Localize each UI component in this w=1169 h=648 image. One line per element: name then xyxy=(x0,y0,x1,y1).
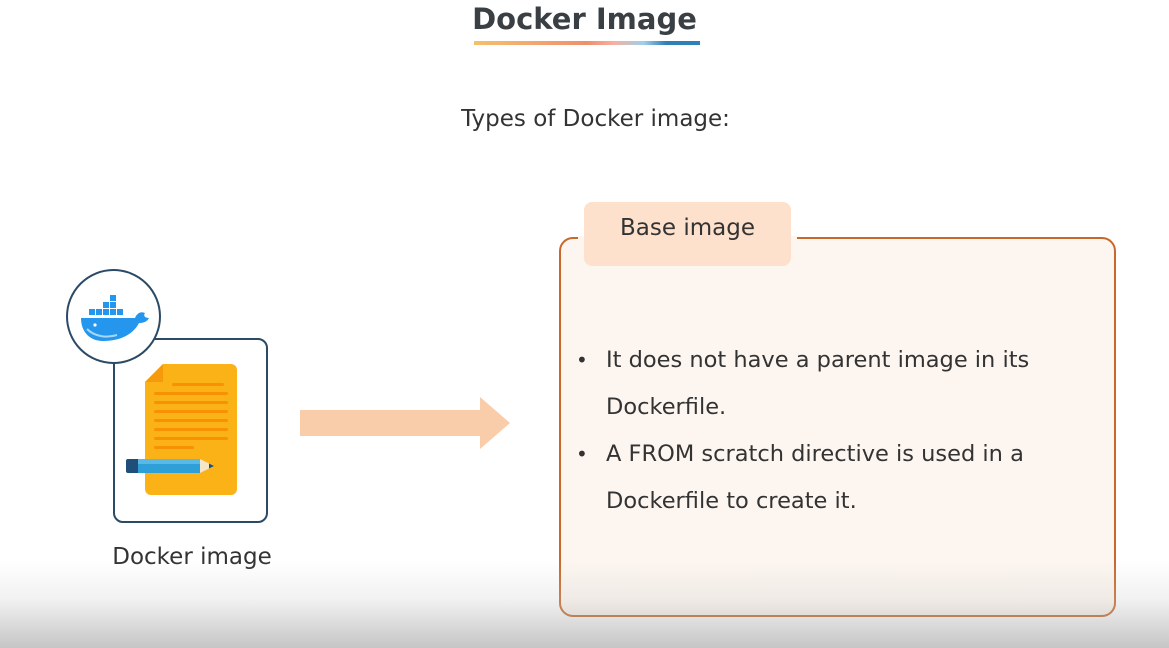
document-line xyxy=(154,419,228,422)
bullet-dot: • xyxy=(576,442,588,466)
document-line xyxy=(154,401,228,404)
document-line xyxy=(154,410,228,413)
pencil-icon xyxy=(126,459,214,473)
base-image-tab xyxy=(584,202,791,266)
base-image-tab-label: Base image xyxy=(620,215,755,241)
bullet-item: • A FROM scratch directive is used in a … xyxy=(568,431,1088,525)
subtitle: Types of Docker image: xyxy=(461,106,730,132)
arrow-right-icon xyxy=(300,397,510,449)
bullet-list: • It does not have a parent image in its… xyxy=(568,337,1088,525)
docker-image-label: Docker image xyxy=(112,544,272,570)
base-image-panel xyxy=(559,237,1116,617)
document-line xyxy=(154,428,228,431)
docker-logo-circle xyxy=(66,269,161,364)
bullet-dot: • xyxy=(576,348,588,372)
title-underline xyxy=(474,41,700,45)
docker-whale-icon xyxy=(81,295,149,341)
document-line xyxy=(154,437,228,440)
document-line xyxy=(154,392,228,395)
page-title: Docker Image xyxy=(472,2,697,36)
bullet-text: A FROM scratch directive is used in a Do… xyxy=(606,441,1024,514)
document-line xyxy=(154,446,194,449)
document-fold xyxy=(145,364,163,382)
bullet-text: It does not have a parent image in its D… xyxy=(606,347,1030,420)
document-line xyxy=(172,383,224,386)
bullet-item: • It does not have a parent image in its… xyxy=(568,337,1088,431)
